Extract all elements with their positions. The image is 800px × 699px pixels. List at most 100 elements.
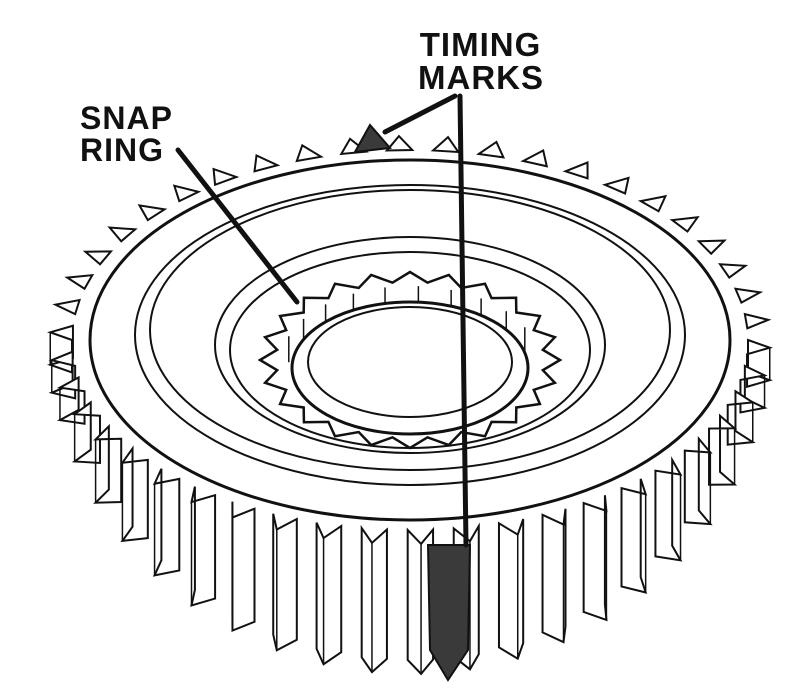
gear-tooth-face [726,389,756,446]
hub-recess-outer [214,236,606,454]
gear-tooth [430,135,461,154]
gear-tooth-face [152,468,181,577]
bore-opening [290,300,530,436]
gear-tooth-top [295,143,324,163]
gear-tooth-top [82,250,114,266]
gear-tooth-top [64,273,95,291]
gear-tooth-top [137,204,168,222]
timing-mark-bottom [426,544,472,682]
gear-tooth-face [541,508,567,644]
gear-tooth [315,522,343,666]
gear-tooth [718,263,749,280]
gear-tooth-top [212,167,240,187]
gear-tooth [137,204,168,222]
leader-lines [175,93,469,548]
gear-tooth [654,456,683,562]
gear-tooth-face [56,375,86,425]
gear-tooth [172,184,202,203]
gear-tooth-top [253,153,281,173]
gear-tooth [107,226,138,243]
gear-tooth-face [93,423,123,504]
gear-tooth [231,501,256,633]
gear-tooth-face [360,524,388,674]
snap-ring-label: SNAP RING [80,100,173,168]
timing-mark-bottom-shape [426,544,472,682]
gear-tooth-face [708,413,738,486]
gear-tooth [541,508,567,644]
gear-tooth [696,239,727,256]
gear-tooth [384,134,415,152]
gear-tooth-top [476,140,506,159]
gear-tooth-top [637,194,668,213]
gear-tooth-face [272,513,298,652]
gear-tooth-face [231,501,256,633]
gear-tooth [708,413,738,486]
gear-tooth-face [746,338,774,389]
gear-face-ring-2 [149,189,671,471]
leader-timing-top [382,93,458,135]
gear-tooth [746,338,774,389]
gear-tooth-face [683,435,713,526]
gear-tooth [64,273,95,291]
gear-tooth-top [743,312,772,330]
gear-tooth-top [107,226,138,243]
gear-tooth [93,423,123,504]
gear-tooth [582,495,608,622]
gear-tooth [620,478,648,594]
gear-tooth [601,176,630,195]
gear-tooth [637,194,668,213]
gear-tooth-face [120,445,149,543]
gear-tooth [743,312,772,330]
gear-tooth-top [718,263,749,280]
gear-tooth-top [669,216,700,233]
gear-tooth-top [562,161,589,180]
gear-tooth [295,143,324,163]
gear-tooth-top [384,134,415,152]
gear-face-ring-1 [134,184,686,486]
bore-inner-edge [307,306,513,418]
gear-tooth [669,216,700,233]
gear-tooth [190,486,217,607]
gear-tooth [406,526,435,676]
gear-tooth-face [315,522,343,666]
gear-tooth-top [172,184,202,203]
gear-tooth [71,400,101,465]
gear-tooth-face [620,478,648,594]
gear-tooth [360,524,388,674]
gear-tooth-face [497,518,525,661]
gear-tooth-top [733,287,764,305]
leader-timing-bottom [457,93,469,548]
gear-tooth [253,153,281,173]
gear-tooth [726,389,756,446]
gear-tooth [733,287,764,305]
outer-gear-teeth [46,134,774,676]
gear-tooth [82,250,114,266]
gear-tooth-face [582,495,608,622]
gear-tooth [272,513,298,652]
timing-mark-top-shape [353,123,393,154]
gear-tooth [683,435,713,526]
gear-tooth-face [190,486,217,607]
gear-tooth-face [48,350,77,400]
gear-tooth [56,375,86,425]
gear-tooth-top [520,148,549,168]
gear-tooth [152,468,181,577]
gear-tooth-top [696,239,727,256]
gear-tooth-top [52,298,81,316]
gear-tooth-top [601,176,630,195]
gear-tooth [497,518,525,661]
gear-tooth [212,167,240,187]
bore [290,300,530,436]
timing-marks-label: TIMING MARKS [418,26,544,96]
gear-tooth [120,445,149,543]
timing-mark-top [353,123,393,154]
gear-tooth [562,161,589,180]
gear-tooth [52,298,81,316]
leader-snap-ring [175,147,300,305]
gear-tooth-face [654,456,683,562]
gear-tooth [476,140,506,159]
gear-tooth [48,350,77,400]
gear-tooth [520,148,549,168]
